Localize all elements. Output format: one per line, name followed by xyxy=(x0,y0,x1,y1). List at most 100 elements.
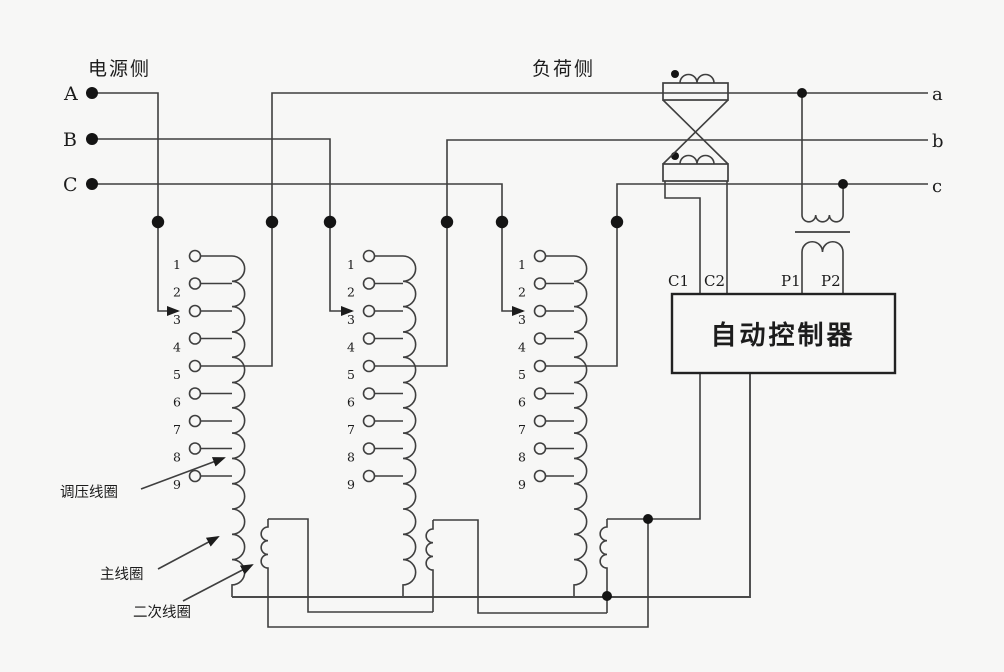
svg-text:7: 7 xyxy=(173,422,181,437)
svg-text:3: 3 xyxy=(173,312,181,327)
potential-transformer xyxy=(795,93,850,294)
svg-text:2: 2 xyxy=(173,285,181,300)
svg-text:9: 9 xyxy=(173,477,181,492)
load-a-line xyxy=(200,92,928,367)
svg-text:5: 5 xyxy=(347,367,355,382)
phase-label-C: C xyxy=(63,174,78,196)
secondary-coil-label: 二次线圈 xyxy=(133,604,191,621)
tap-selector-arrow-a xyxy=(157,304,180,316)
svg-text:9: 9 xyxy=(518,477,526,492)
phase-a-source-line xyxy=(92,92,159,304)
svg-text:2: 2 xyxy=(518,285,526,300)
regulating-main-coil-1 xyxy=(231,255,246,597)
regulating-main-coil-3 xyxy=(573,255,588,597)
svg-text:8: 8 xyxy=(518,450,526,465)
load-side-label: 负荷侧 xyxy=(532,58,595,80)
junction-dot xyxy=(323,215,337,229)
svg-text:4: 4 xyxy=(518,340,526,355)
phase-label-b: b xyxy=(932,131,944,152)
svg-text:7: 7 xyxy=(347,422,355,437)
main-bottom-bus xyxy=(232,373,751,598)
terminal-dot-C xyxy=(86,178,98,190)
secondary-coil-2-top-link xyxy=(433,519,607,614)
main-coil-label: 主线圈 xyxy=(100,566,144,583)
secondary-coil-1-top-link xyxy=(268,518,433,613)
terminal-label-p1: P1 xyxy=(781,272,801,290)
svg-text:3: 3 xyxy=(347,312,355,327)
terminal-dot-A xyxy=(86,87,98,99)
svg-text:6: 6 xyxy=(518,395,526,410)
ct-upper-polarity-dot xyxy=(671,70,679,78)
junction-dot-sec3-bottom xyxy=(602,591,612,601)
controller-box xyxy=(670,292,897,375)
controller-label: 自动控制器 xyxy=(710,320,855,350)
junction-dot xyxy=(440,215,454,229)
regulating-main-coil-2 xyxy=(402,255,417,597)
secondary-coil-1 xyxy=(260,519,649,628)
svg-text:4: 4 xyxy=(347,340,355,355)
phase-label-a: a xyxy=(932,84,943,105)
tapped-windings xyxy=(231,255,588,597)
current-transformers xyxy=(662,70,729,294)
svg-text:1: 1 xyxy=(518,257,526,272)
terminal-label-c2: C2 xyxy=(704,272,725,290)
phase-b-source-line xyxy=(92,138,331,304)
phase-label-B: B xyxy=(63,129,77,151)
pt-primary-coil xyxy=(801,93,844,223)
tap-selector-arrow-c xyxy=(501,304,525,316)
svg-text:8: 8 xyxy=(173,450,181,465)
labels: 电源侧 负荷侧 A B C a b c C1 C2 P1 P2 自动控制器 调压… xyxy=(60,58,944,621)
ct-lower-coil xyxy=(679,154,715,165)
tap-leads-coil-3 xyxy=(533,249,574,483)
terminal-label-p2: P2 xyxy=(821,272,841,290)
svg-text:6: 6 xyxy=(347,395,355,410)
load-c-line xyxy=(545,183,928,367)
secondary-coil-3 xyxy=(599,519,608,613)
ct-cross-wires xyxy=(662,99,729,165)
svg-text:2: 2 xyxy=(347,285,355,300)
ct-upper-plate xyxy=(662,82,729,101)
svg-text:4: 4 xyxy=(173,340,181,355)
secondary-coil-2 xyxy=(425,520,434,612)
phase-label-A: A xyxy=(63,83,78,105)
phase-c-source-line xyxy=(92,183,503,304)
ct-upper-coil xyxy=(679,73,715,84)
secondary-coil-arrow xyxy=(182,564,254,602)
junction-dot xyxy=(151,215,165,229)
tap-numbers-coil-3: 1 2 3 4 5 6 7 8 9 xyxy=(518,257,526,492)
ct-lower-plate xyxy=(662,163,729,182)
tap-leads-coil-1 xyxy=(188,249,232,483)
secondary-coil-3-top-link xyxy=(607,373,701,520)
junction-dot-pt-a xyxy=(797,88,807,98)
source-phase-lines xyxy=(92,92,525,316)
ct-secondary-wire-c1 xyxy=(664,181,701,294)
label-arrows xyxy=(140,457,254,602)
tap-leads-coil-2 xyxy=(362,249,403,483)
svg-text:1: 1 xyxy=(173,257,181,272)
svg-text:7: 7 xyxy=(518,422,526,437)
svg-text:5: 5 xyxy=(173,367,181,382)
terminal-label-c1: C1 xyxy=(668,272,689,290)
tap-numbers-coil-2: 1 2 3 4 5 6 7 8 9 xyxy=(347,257,355,492)
junction-dot xyxy=(495,215,509,229)
tap-selector-arrow-b xyxy=(329,304,354,316)
svg-text:5: 5 xyxy=(518,367,526,382)
secondary-windings xyxy=(232,373,751,628)
svg-text:3: 3 xyxy=(518,312,526,327)
regulating-coil-arrow xyxy=(140,457,226,490)
terminal-dot-B xyxy=(86,133,98,145)
phase-label-c: c xyxy=(932,176,942,197)
junction-dot xyxy=(610,215,624,229)
junction-dot-sec3-top xyxy=(643,514,653,524)
regulating-coil-label: 调压线圈 xyxy=(60,484,118,501)
main-coil-arrow xyxy=(157,536,220,570)
tap-terminals xyxy=(188,249,574,483)
tap-numbers-coil-1: 1 2 3 4 5 6 7 8 9 xyxy=(173,257,181,492)
svg-text:1: 1 xyxy=(347,257,355,272)
svg-text:6: 6 xyxy=(173,395,181,410)
pt-secondary-coil xyxy=(801,241,844,294)
junction-dots xyxy=(86,87,848,601)
svg-text:9: 9 xyxy=(347,477,355,492)
